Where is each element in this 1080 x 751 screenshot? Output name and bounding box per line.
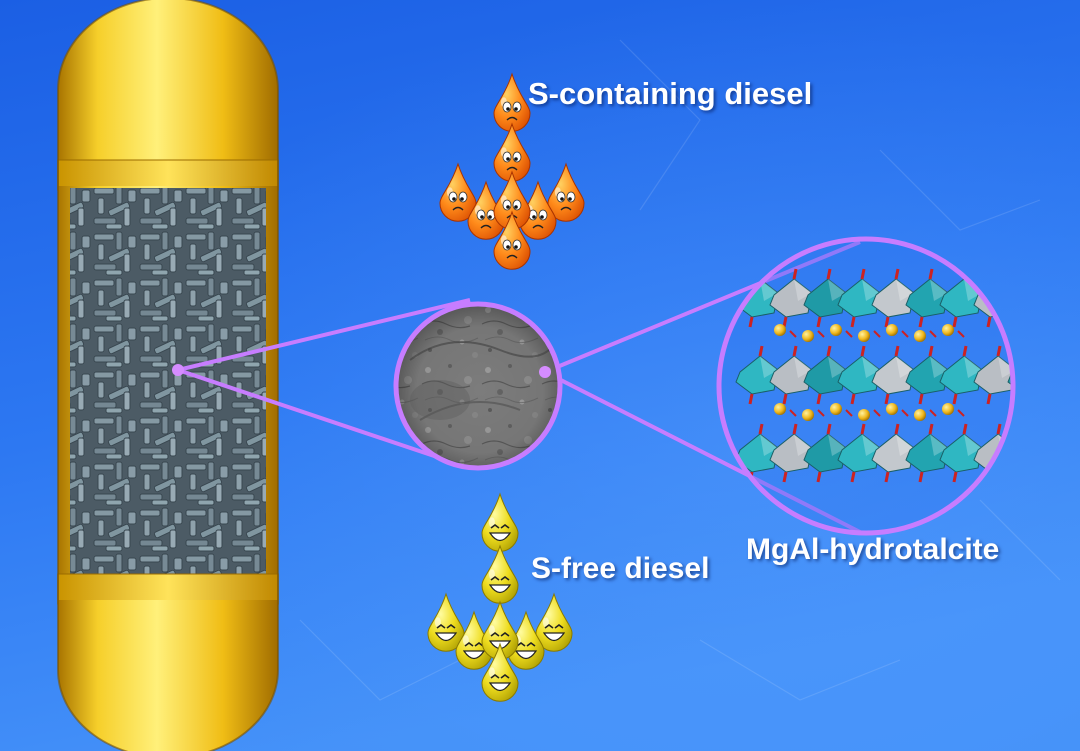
interlayer-anions xyxy=(774,403,965,421)
sad-orange-drop-icon xyxy=(439,162,477,222)
interlayer-anions xyxy=(774,324,965,342)
reactor-column xyxy=(57,0,279,751)
reactor-top-cap xyxy=(58,0,278,165)
sad-orange-drop-icon xyxy=(493,170,531,230)
sad-orange-drop-icon xyxy=(493,122,531,182)
zoom-point-tem xyxy=(539,366,551,378)
zoom-connectors xyxy=(177,240,861,534)
s-containing-drops xyxy=(439,72,585,270)
brucite-layer xyxy=(735,268,1013,328)
catalyst-bed xyxy=(70,188,266,578)
happy-yellow-drop-icon xyxy=(427,592,465,652)
happy-yellow-drop-icon xyxy=(481,642,519,702)
reactor-bottom-cap xyxy=(58,600,278,751)
hydrotalcite-structure-circle xyxy=(716,236,1016,536)
s-free-diesel-label: S-free diesel xyxy=(531,552,710,585)
happy-yellow-drop-icon xyxy=(481,492,519,552)
reactor-top-rim xyxy=(57,159,279,191)
sad-orange-drop-icon xyxy=(547,162,585,222)
sad-orange-drop-icon xyxy=(493,210,531,270)
reactor-bottom-rim xyxy=(57,573,279,605)
tem-image-circle xyxy=(393,301,563,471)
s-free-drops xyxy=(427,492,573,702)
mgal-hydrotalcite-label: MgAl-hydrotalcite xyxy=(746,533,1000,566)
sad-orange-drop-icon xyxy=(467,180,505,240)
s-containing-diesel-label: S-containing diesel xyxy=(528,76,813,111)
background-lines xyxy=(299,39,1061,701)
brucite-layer xyxy=(735,423,1013,483)
sad-orange-drop-icon xyxy=(493,72,531,132)
zoom-point-column xyxy=(172,364,184,376)
brucite-layer xyxy=(735,345,1013,405)
happy-yellow-drop-icon xyxy=(535,592,573,652)
